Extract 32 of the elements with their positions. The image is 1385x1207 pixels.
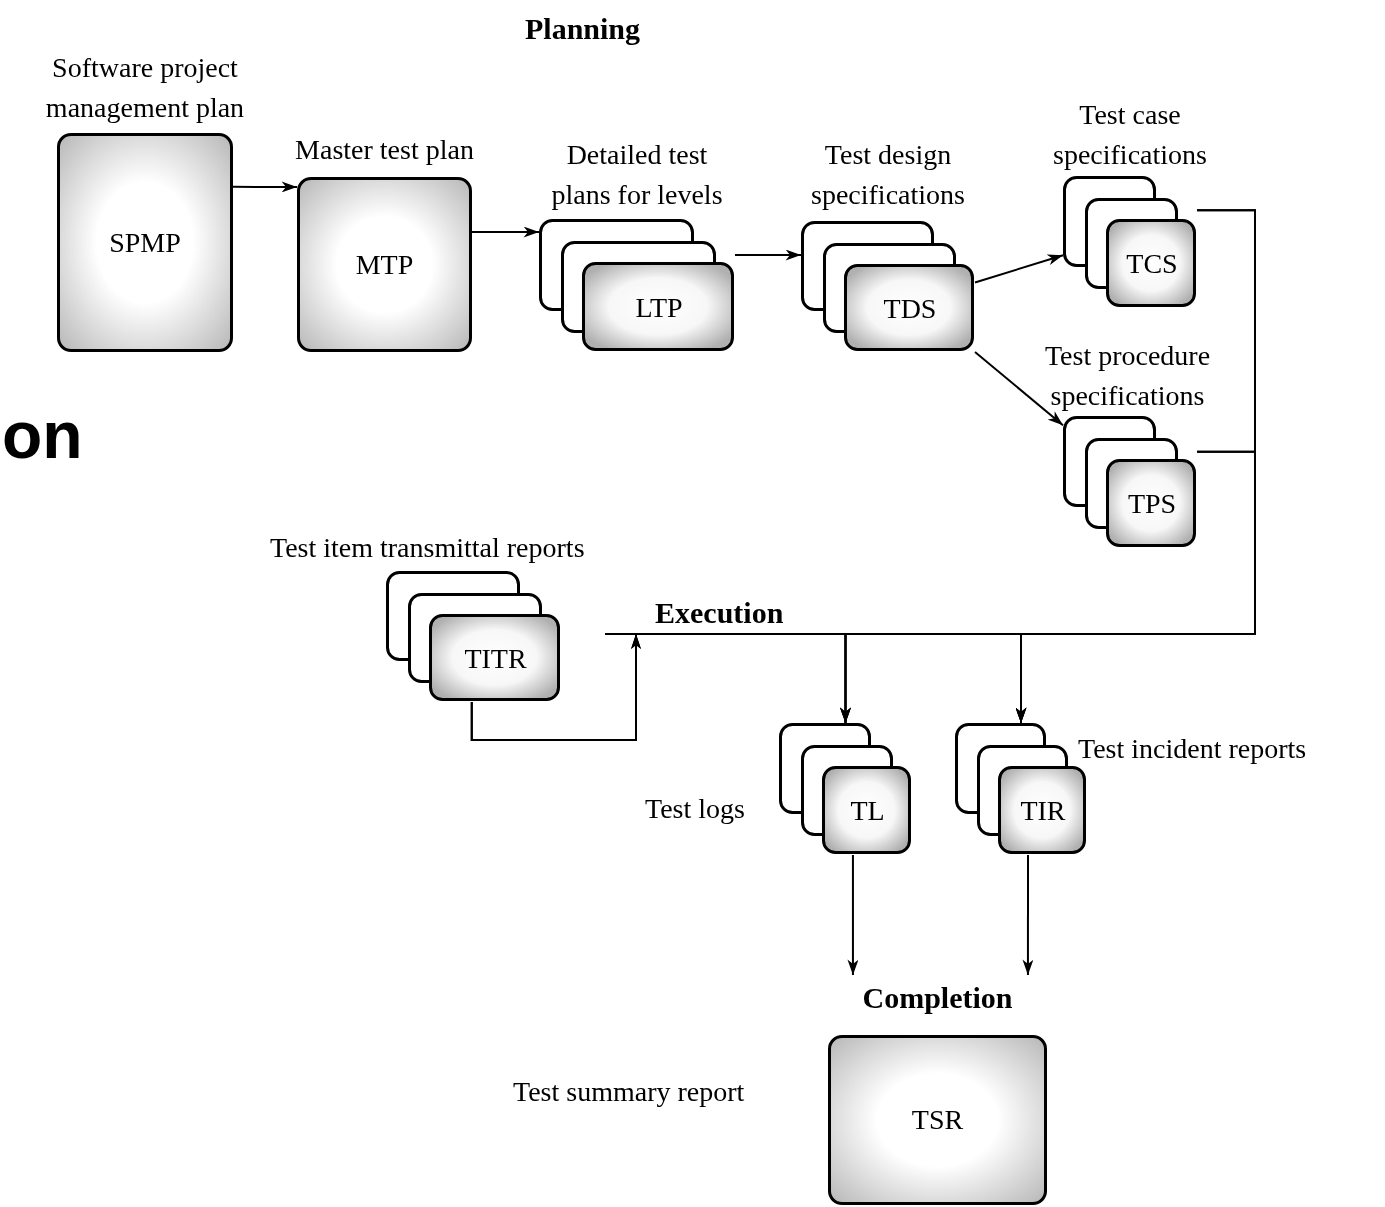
document-title: Test item transmittal reports <box>270 531 586 565</box>
document-title: Detailed test plans for levels <box>550 138 724 212</box>
document-code: TL <box>850 797 885 825</box>
document-code: SPMP <box>109 228 181 257</box>
document-title: Test logs <box>645 792 745 826</box>
arrow <box>471 226 540 238</box>
arrow <box>470 633 1027 741</box>
phase-heading: Planning <box>525 11 641 47</box>
arrow <box>974 351 1064 427</box>
document-title: Test design specifications <box>810 138 966 212</box>
document-code: MTP <box>355 250 414 279</box>
document-code: TIR <box>1020 797 1066 825</box>
document-code: TPS <box>1127 490 1177 518</box>
arrow <box>1022 854 1034 976</box>
document-title: Test incident reports <box>1078 732 1307 766</box>
arrow <box>974 254 1064 284</box>
document-code: TDS <box>883 294 937 323</box>
phase-heading: Completion <box>862 980 1013 1016</box>
document-title: Test summary report <box>513 1075 745 1109</box>
phase-heading: Execution <box>655 595 784 631</box>
arrow <box>232 181 298 193</box>
document-title: Test case specifications <box>1052 98 1208 172</box>
document-code: TSR <box>911 1106 964 1134</box>
document-code: TITR <box>464 644 527 673</box>
document-code: TCS <box>1126 250 1178 278</box>
title-fragment: on <box>2 402 83 468</box>
arrow <box>734 249 802 261</box>
document-title: Software project management plan <box>44 51 246 125</box>
document-title: Master test plan <box>294 133 475 167</box>
document-title: Test procedure specifications <box>1043 339 1212 413</box>
arrow <box>847 854 859 976</box>
document-code: LTP <box>635 293 683 322</box>
